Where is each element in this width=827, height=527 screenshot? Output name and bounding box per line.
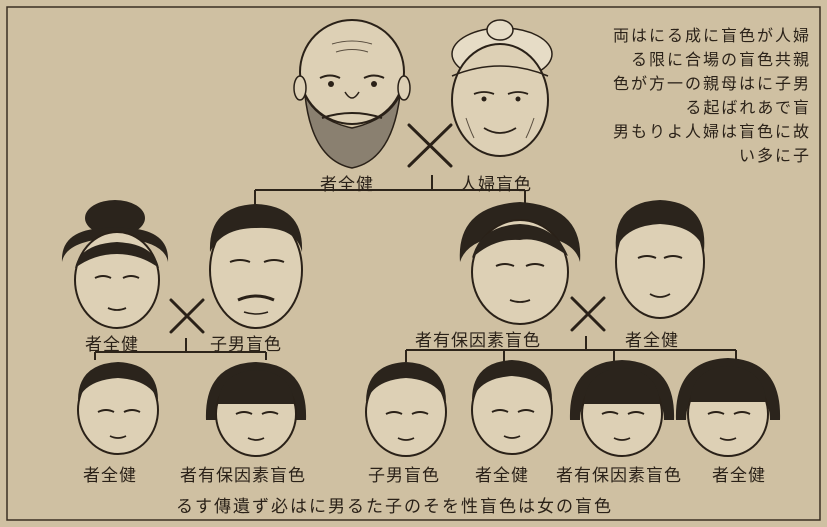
note-line: る起ばれあで盲 — [685, 98, 811, 117]
label-grandfather: 者全健 — [320, 175, 374, 195]
note-line: 色が方一の親母はに子男 — [612, 74, 811, 93]
label-parent4: 者全健 — [625, 331, 679, 351]
grandfather-portrait — [293, 19, 411, 169]
note-line: 両はにる成に盲色が人婦 — [612, 26, 811, 45]
caption: るす傳遺ず必はに男るた子のそを性盲色は女の盲色 — [176, 497, 613, 517]
label-child6: 者全健 — [712, 466, 766, 486]
page-frame — [6, 6, 821, 521]
child6-portrait — [675, 358, 781, 457]
child1-portrait — [77, 362, 159, 455]
parent3-portrait — [459, 202, 581, 325]
cross-icon — [407, 123, 453, 168]
parent4-portrait — [615, 200, 705, 319]
label-grandmother: 人婦盲色 — [460, 175, 532, 195]
cross-icon — [570, 296, 606, 332]
note-line: 男もりよ人婦は盲色に故 — [612, 122, 811, 141]
connector-gen2-right — [405, 336, 737, 362]
parent1-portrait — [61, 200, 169, 329]
label-child4: 者全健 — [475, 466, 529, 486]
label-parent2: 子男盲色 — [210, 335, 282, 355]
note-line: い多に子 — [738, 146, 811, 165]
child5-portrait — [569, 360, 675, 457]
label-parent1: 者全健 — [85, 335, 139, 355]
connector-gen2-left — [94, 338, 267, 360]
cross-icon — [169, 298, 205, 334]
child2-portrait — [205, 362, 307, 457]
label-child5: 者有保因素盲色 — [556, 466, 682, 486]
label-child1: 者全健 — [83, 466, 137, 486]
note-line: る限に合場の盲色共親 — [630, 50, 811, 69]
child3-portrait — [365, 362, 447, 457]
parent2-portrait — [209, 204, 303, 329]
connector-lines — [94, 175, 737, 362]
label-child3: 子男盲色 — [368, 466, 440, 486]
child4-portrait — [471, 360, 553, 455]
label-child2: 者有保因素盲色 — [180, 466, 306, 486]
connector-gen1 — [254, 175, 526, 205]
grandmother-portrait — [451, 19, 553, 157]
label-parent3: 者有保因素盲色 — [415, 331, 541, 351]
